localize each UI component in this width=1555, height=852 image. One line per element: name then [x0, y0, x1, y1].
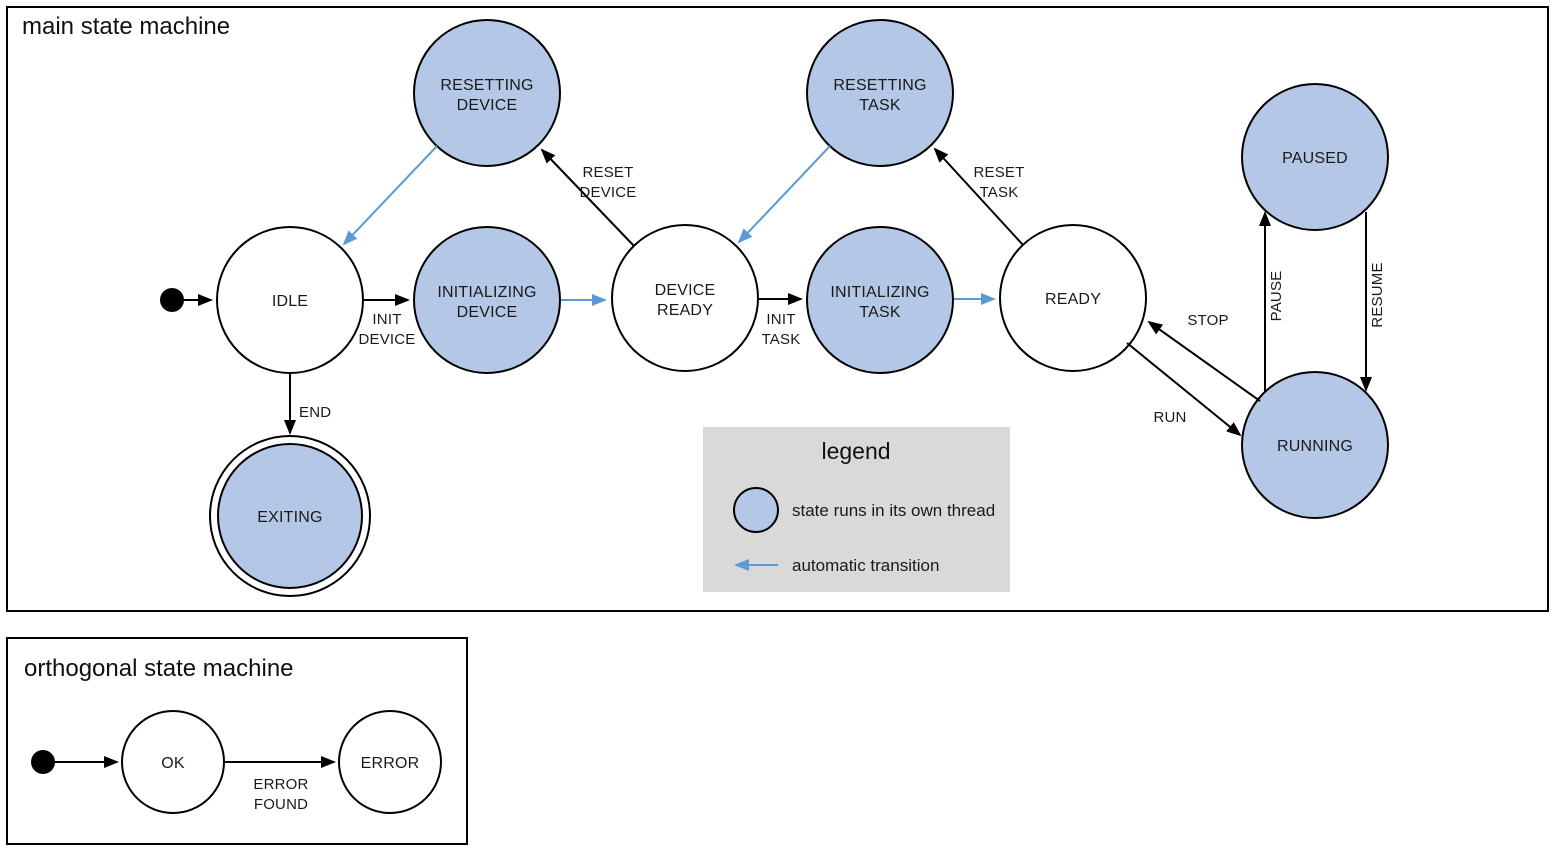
- label-resume: RESUME: [1369, 262, 1386, 327]
- state-error: [338, 710, 442, 814]
- state-resetting-task-label: RESETTING: [833, 77, 926, 94]
- state-resetting-device-label2: DEVICE: [457, 97, 518, 114]
- transition-reset-device: [540, 148, 635, 247]
- state-resetting-device: [413, 19, 561, 167]
- label-init-device-1: INIT: [372, 311, 401, 328]
- state-resetting-task-label2: TASK: [859, 97, 901, 114]
- state-ready: [999, 224, 1147, 372]
- state-ok: [121, 710, 225, 814]
- transition-run: [1126, 342, 1242, 437]
- orthogonal-machine: orthogonal state machine OK ERROR ERROR …: [6, 637, 468, 845]
- label-reset-task-2: TASK: [980, 184, 1019, 201]
- state-exiting: [217, 443, 363, 589]
- orthogonal-frame-title: orthogonal state machine: [24, 655, 294, 682]
- state-ok-label: OK: [161, 755, 185, 772]
- state-device-ready-label2: READY: [657, 302, 713, 319]
- states-main: [209, 19, 1389, 597]
- transitions-main: [184, 147, 1372, 437]
- legend: legend state runs in its own thread auto…: [703, 427, 1010, 592]
- label-end: END: [299, 404, 331, 421]
- initial-state-dot: [160, 288, 184, 312]
- transition-reset-task: [933, 147, 1024, 246]
- main-frame-title: main state machine: [22, 13, 230, 40]
- label-run: RUN: [1153, 409, 1186, 426]
- state-resetting-device-label: RESETTING: [440, 77, 533, 94]
- legend-thread-label: state runs in its own thread: [792, 501, 995, 520]
- label-pause: PAUSE: [1268, 271, 1285, 322]
- legend-thread-state-icon: [733, 487, 779, 533]
- label-init-task-2: TASK: [762, 331, 801, 348]
- label-reset-device-1: RESET: [582, 164, 633, 181]
- state-running-label: RUNNING: [1277, 438, 1353, 455]
- label-reset-task-1: RESET: [973, 164, 1024, 181]
- state-idle-label: IDLE: [272, 293, 308, 310]
- state-paused: [1241, 83, 1389, 231]
- label-reset-device-2: DEVICE: [579, 184, 636, 201]
- state-resetting-task: [806, 19, 954, 167]
- label-init-task-1: INIT: [766, 311, 795, 328]
- state-initializing-device: [413, 226, 561, 374]
- state-exiting-label: EXITING: [257, 509, 322, 526]
- label-stop: STOP: [1187, 312, 1228, 329]
- label-error-found-2: FOUND: [254, 796, 308, 813]
- label-error-found-1: ERROR: [253, 776, 308, 793]
- state-initializing-device-label2: DEVICE: [457, 304, 518, 321]
- state-device-ready-label: DEVICE: [655, 282, 716, 299]
- label-init-device-2: DEVICE: [358, 331, 415, 348]
- state-labels-main: IDLE RESETTING DEVICE INITIALIZING DEVIC…: [257, 77, 1353, 526]
- transitions-automatic: [342, 145, 996, 306]
- legend-title: legend: [821, 438, 890, 464]
- transition-labels-main: INIT DEVICE RESET DEVICE INIT TASK RESET…: [299, 164, 1386, 426]
- state-running: [1241, 371, 1389, 519]
- orthogonal-initial-state-dot: [31, 750, 55, 774]
- transition-stop: [1147, 320, 1261, 402]
- legend-auto-label: automatic transition: [792, 556, 939, 575]
- state-initializing-task-label: INITIALIZING: [830, 284, 929, 301]
- state-ready-label: READY: [1045, 291, 1101, 308]
- state-paused-label: PAUSED: [1282, 150, 1348, 167]
- state-error-label: ERROR: [361, 755, 420, 772]
- state-initializing-task-label2: TASK: [859, 304, 901, 321]
- auto-transition-resettask-to-deviceready: [737, 145, 831, 244]
- auto-transition-resetdevice-to-idle: [342, 145, 438, 246]
- state-initializing-task: [806, 226, 954, 374]
- state-initializing-device-label: INITIALIZING: [437, 284, 536, 301]
